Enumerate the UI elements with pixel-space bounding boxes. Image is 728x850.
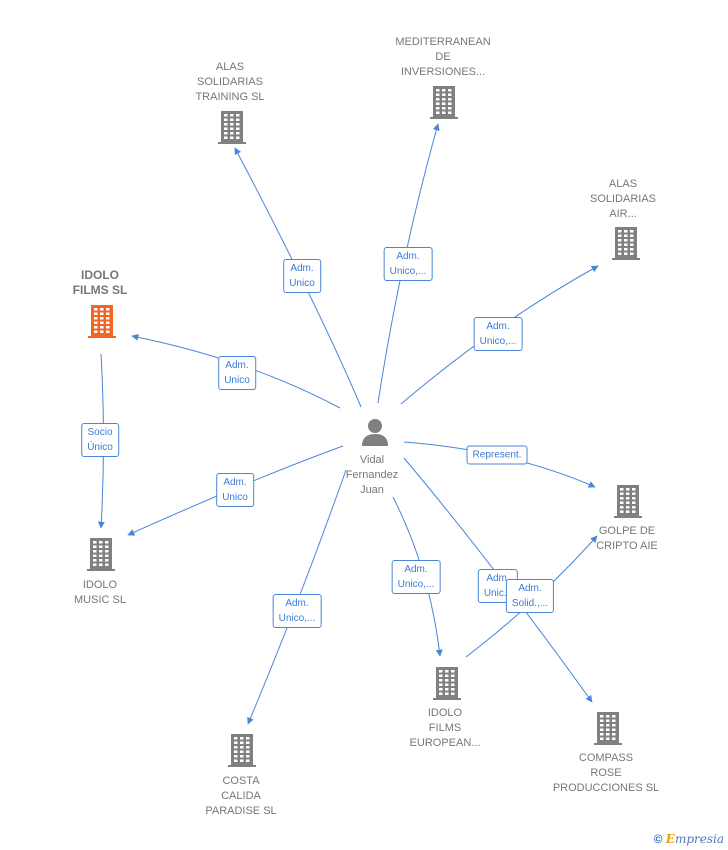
person-icon[interactable] [360,417,390,452]
person-label[interactable]: Vidal Fernandez Juan [345,454,399,496]
brand-name: mpresia [674,832,724,846]
footer-brand: © Empresia [654,832,724,846]
company-label-compass[interactable]: COMPASS ROSE PRODUCCIONES SL [552,752,660,794]
edge-label-center-idolo-european[interactable]: Adm. Unico,... [391,560,441,594]
edge-label-center-costa[interactable]: Adm. Unico,... [272,594,322,628]
company-label-costa[interactable]: COSTA CALIDA PARADISE SL [205,775,277,817]
edge-label-idolo-european-golpe[interactable]: Adm. Solid.,... [505,579,555,613]
building-icon[interactable] [611,225,641,266]
edge-center-alas-training [234,147,362,408]
edge-label-center-mediterranean[interactable]: Adm. Unico,... [383,247,433,281]
company-label-alas-training[interactable]: ALAS SOLIDARIAS TRAINING SL [195,61,265,103]
edge-label-center-idolo-films[interactable]: Adm. Unico [218,356,256,390]
company-label-idolo-films[interactable]: IDOLO FILMS SL [72,268,128,297]
copyright-icon: © [653,832,663,846]
building-icon[interactable] [217,109,247,150]
building-icon[interactable] [432,665,462,706]
building-icon[interactable] [613,483,643,524]
edge-label-center-alas-training[interactable]: Adm. Unico [283,259,321,293]
brand-initial: E [665,832,675,846]
edge-label-center-idolo-music[interactable]: Adm. Unico [216,473,254,507]
building-icon[interactable] [593,710,623,751]
edge-label-center-alas-air[interactable]: Adm. Unico,... [473,317,523,351]
building-icon[interactable] [86,536,116,577]
edge-label-idolo-films-idolo-music[interactable]: Socio Único [81,423,119,457]
building-icon[interactable] [429,84,459,125]
company-label-idolo-european[interactable]: IDOLO FILMS EUROPEAN... [409,707,481,749]
company-label-mediterranean[interactable]: MEDITERRANEAN DE INVERSIONES... [395,36,491,78]
building-icon[interactable] [227,732,257,773]
company-label-idolo-music[interactable]: IDOLO MUSIC SL [74,579,126,606]
edge-label-center-golpe[interactable]: Represent. [466,445,528,465]
company-label-alas-air[interactable]: ALAS SOLIDARIAS AIR... [589,178,657,220]
building-icon[interactable] [87,303,117,344]
company-label-golpe[interactable]: GOLPE DE CRIPTO AIE [596,525,658,552]
